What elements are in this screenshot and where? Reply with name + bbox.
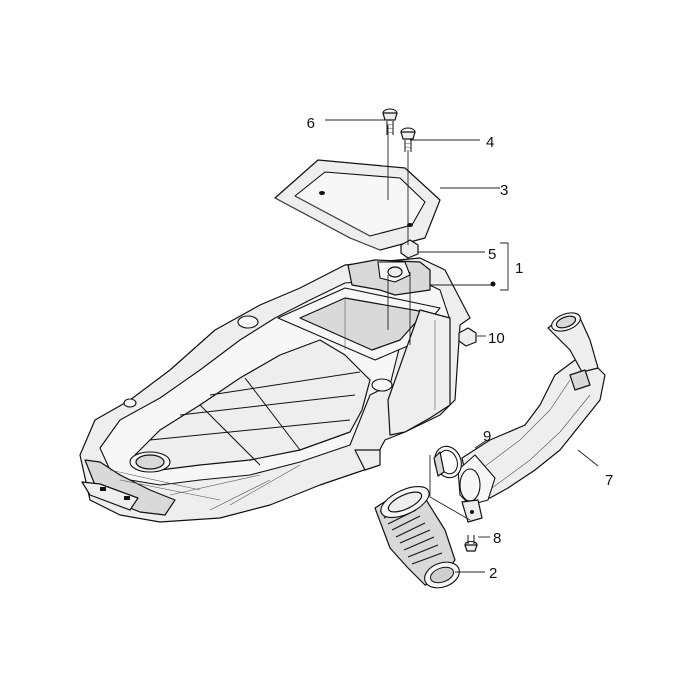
clip-nut-5 — [400, 239, 419, 259]
clip-nut-10 — [458, 327, 477, 347]
callout-1: 1 — [515, 260, 523, 277]
filter-cover — [274, 159, 441, 251]
callout-10: 10 — [488, 330, 505, 347]
corrugated-hose-2 — [374, 485, 460, 589]
callout-4: 4 — [486, 134, 494, 151]
intake-duct-7 — [457, 312, 606, 523]
callout-labels: 6 4 3 5 1 10 9 7 8 2 — [307, 115, 614, 582]
leader-lines — [325, 119, 599, 573]
screw-8 — [464, 535, 478, 552]
assembly-dot — [490, 281, 496, 287]
callout-8: 8 — [493, 530, 501, 547]
callout-5: 5 — [488, 246, 496, 263]
callout-3: 3 — [500, 182, 508, 199]
callout-7: 7 — [605, 472, 613, 489]
hose-clamp-9 — [433, 445, 462, 479]
airbox-housing — [79, 257, 471, 523]
callout-2: 2 — [489, 565, 497, 582]
callout-9: 9 — [483, 428, 491, 445]
screw-6 — [382, 108, 398, 135]
screw-4 — [400, 127, 416, 152]
callout-6: 6 — [307, 115, 315, 132]
